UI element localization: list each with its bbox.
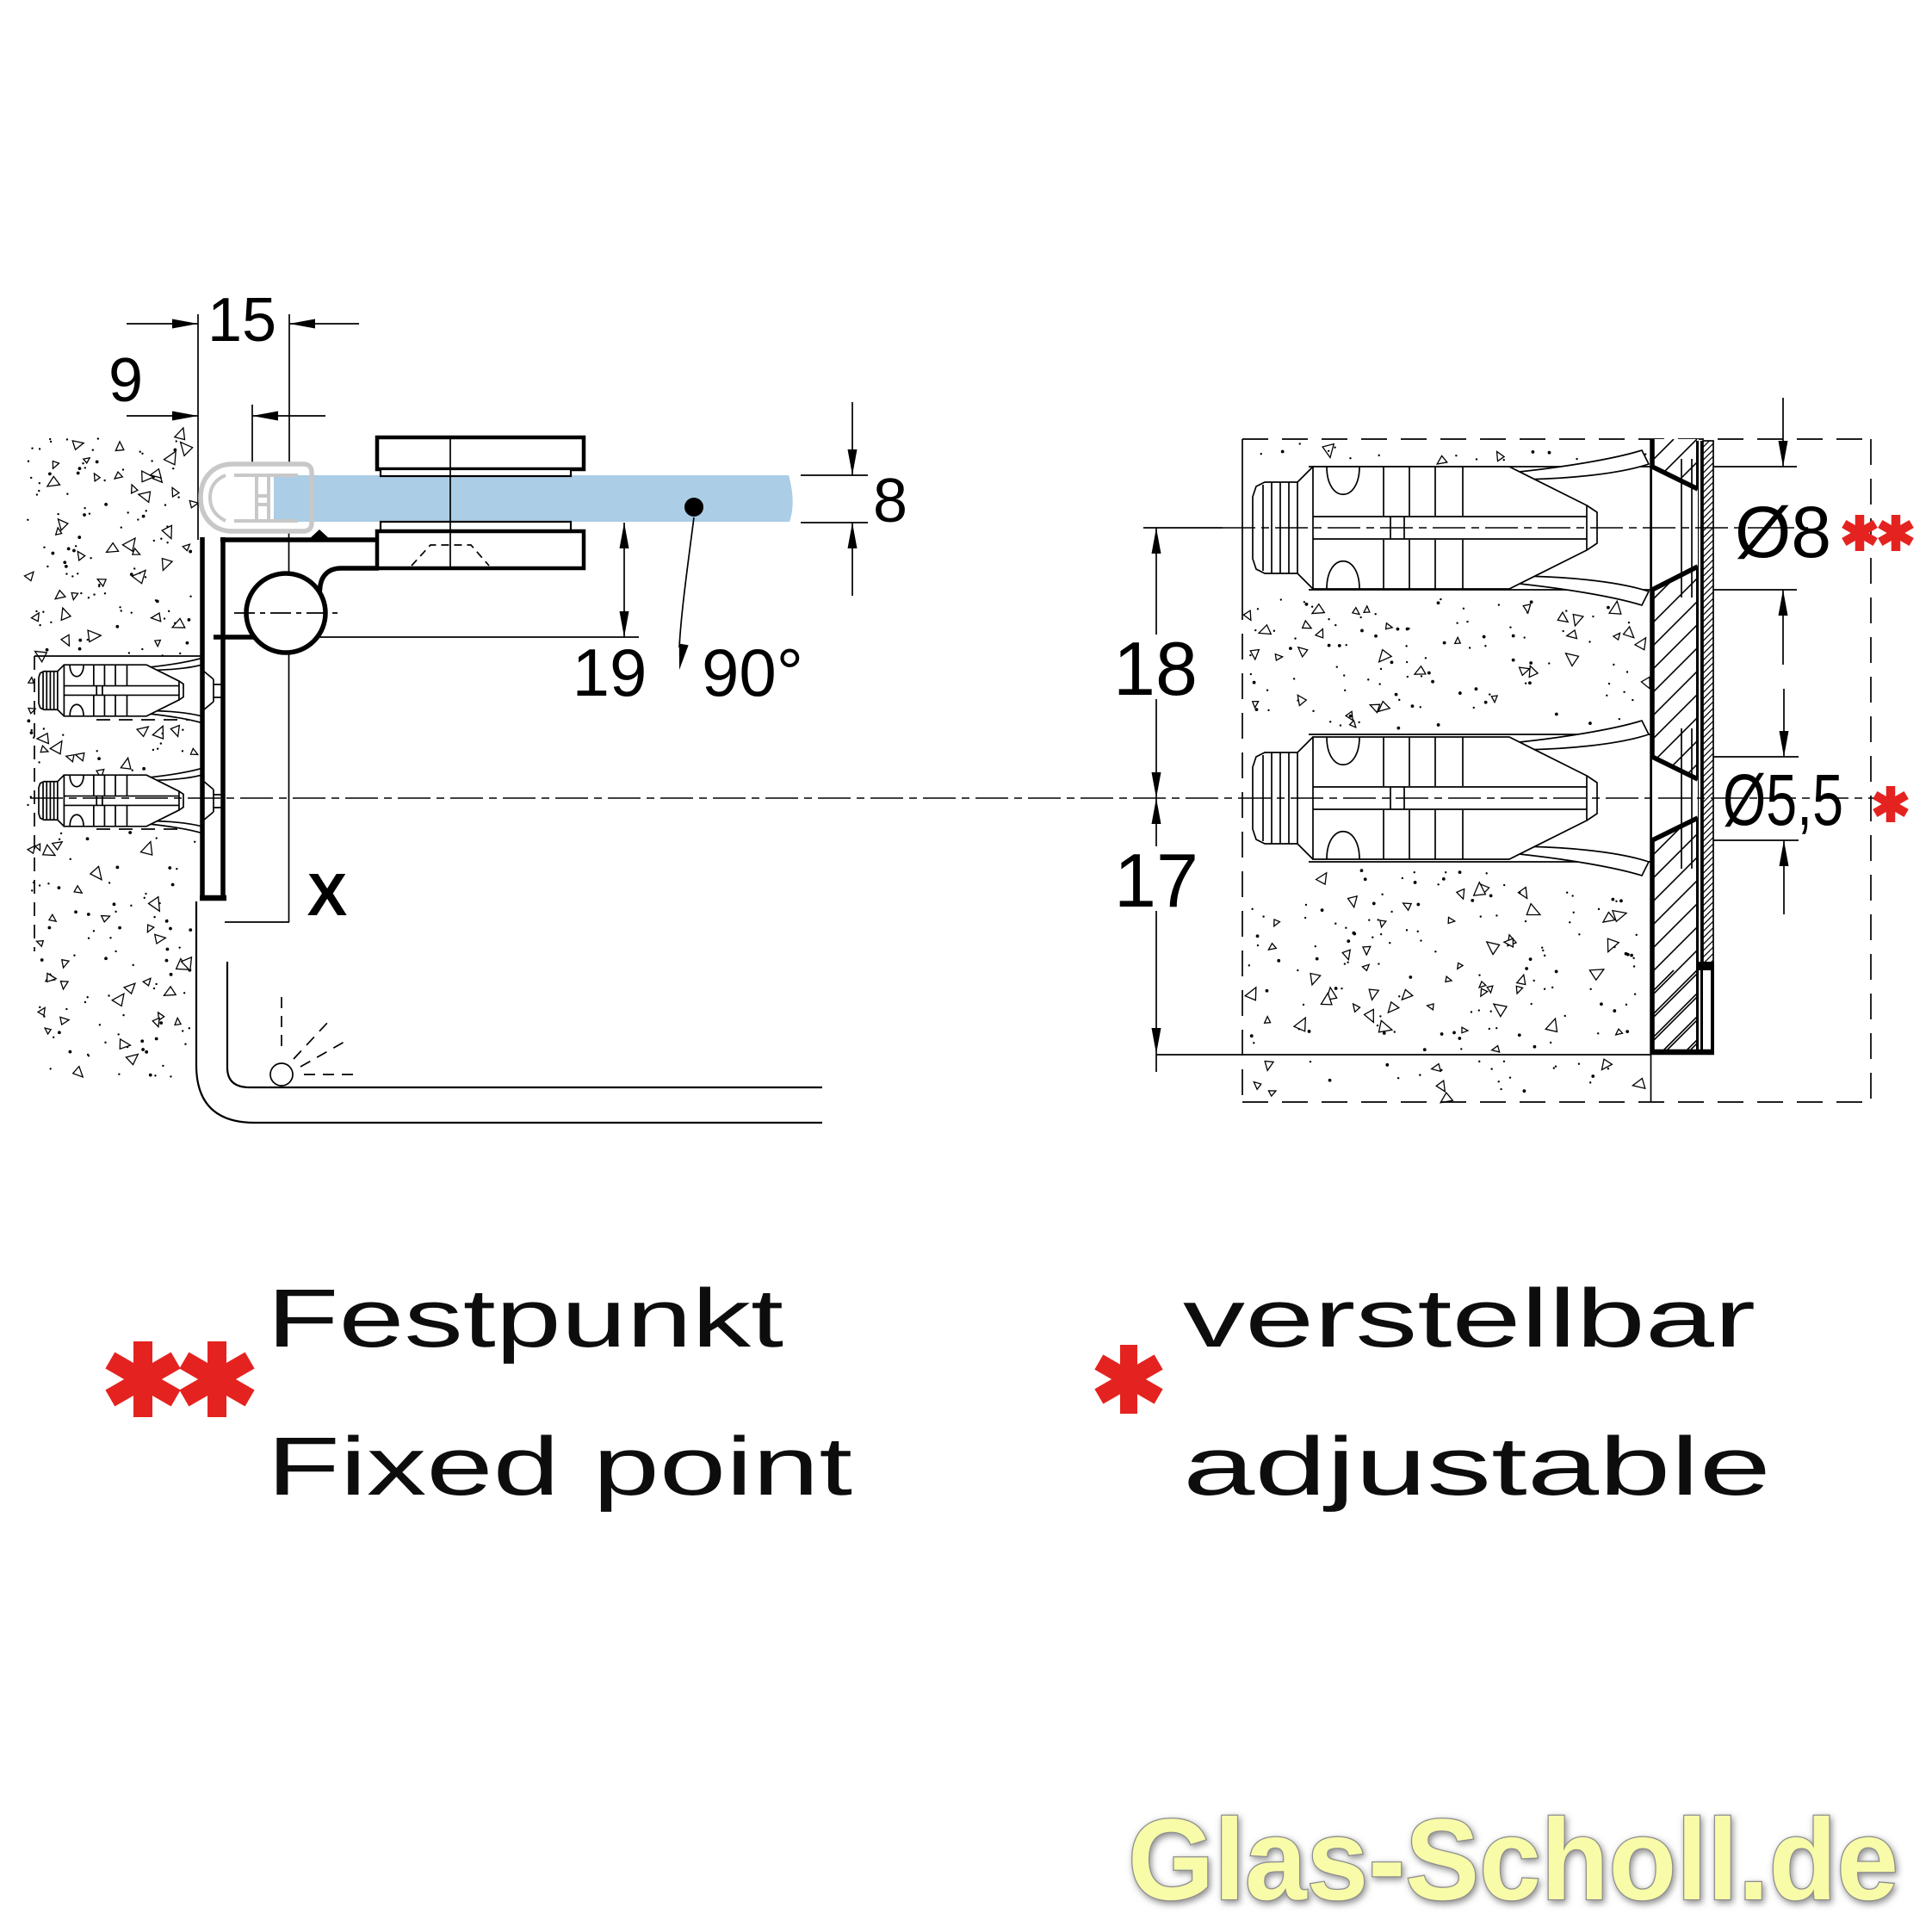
dim-8: 8 <box>873 467 907 536</box>
glass-panel <box>274 475 793 522</box>
dimension-lines <box>127 319 1799 1072</box>
dim-15: 15 <box>207 286 276 355</box>
dim-9: 9 <box>108 346 143 415</box>
legend-fixed-de: Festpunkt <box>267 1273 783 1365</box>
glass-seal-profile <box>198 461 314 534</box>
dim-dia55: Ø5,5 <box>1723 759 1843 840</box>
legend-fixed-en: Fixed point <box>267 1421 852 1513</box>
dim-dia8: Ø8 <box>1735 492 1831 573</box>
legend: Festpunkt Fixed point verstellbar adjust… <box>267 1273 1771 1513</box>
hinge-clamp-plates <box>375 435 586 571</box>
glass-reference-dot <box>684 498 703 517</box>
label-x: X <box>307 861 348 928</box>
dimension-texts: 15 9 8 19 90° X 18 17 Ø8 Ø5,5 <box>108 286 1843 928</box>
dim-17: 17 <box>1114 838 1198 923</box>
left-section-view <box>34 314 822 1124</box>
concrete-wall-left <box>23 426 200 1079</box>
watermark-glas-scholl: Glas-Scholl.de <box>1128 1796 1898 1924</box>
legend-adjustable-en: adjustable <box>1183 1421 1771 1513</box>
light-symbol <box>269 996 356 1087</box>
hinge-body <box>200 529 379 901</box>
dim-19: 19 <box>573 635 647 710</box>
legend-asterisk-icons <box>105 515 1914 1417</box>
dim-18: 18 <box>1113 626 1198 711</box>
mounting-plate-section <box>1650 440 1714 1056</box>
mounting-block-section <box>1650 439 1703 1055</box>
dim-90deg: 90° <box>702 635 803 710</box>
concrete-wall-right <box>1242 443 1650 1104</box>
door-frame-outline <box>195 901 822 1124</box>
legend-adjustable-de: verstellbar <box>1183 1273 1756 1365</box>
